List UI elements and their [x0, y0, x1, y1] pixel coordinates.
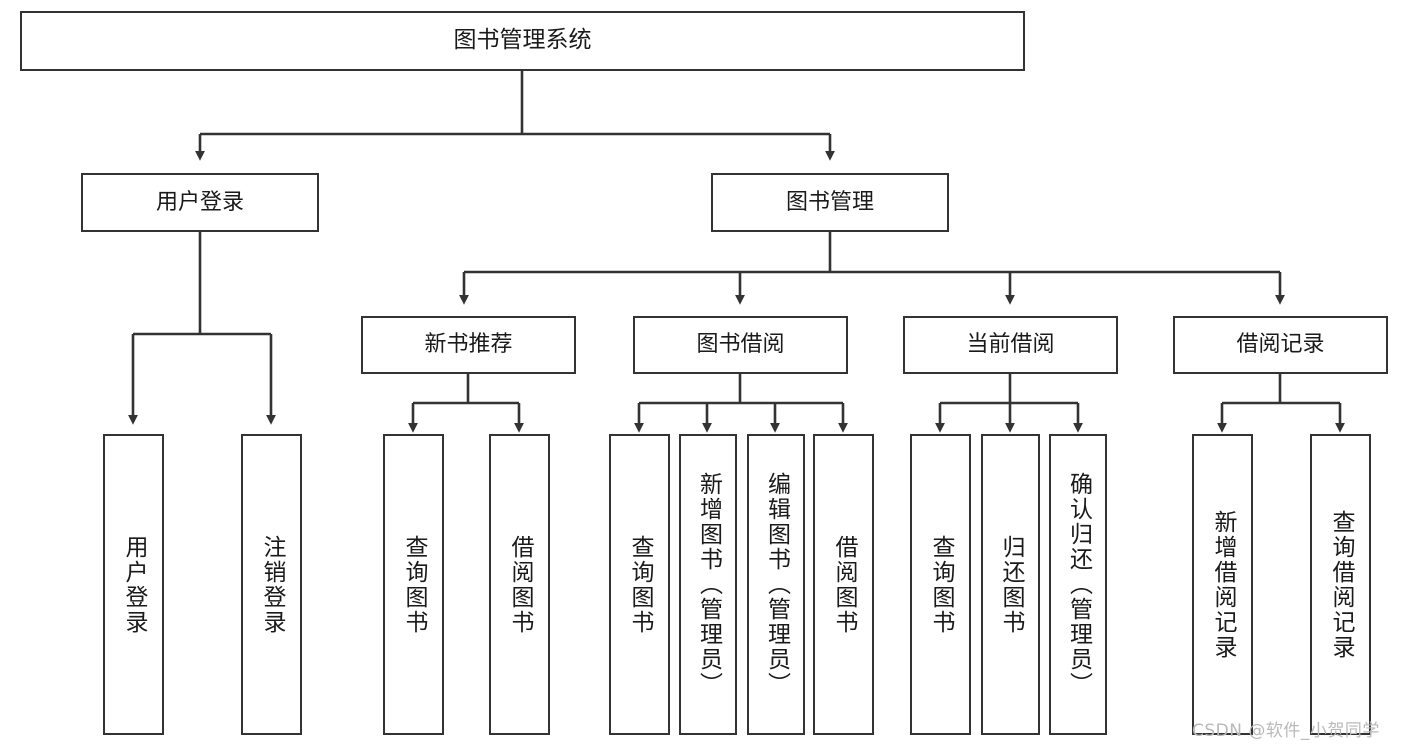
- node-leaf-add-record-label: 新增借阅记录: [1210, 509, 1236, 660]
- node-leaf-edit-book-label: 编辑图书（管理员）: [763, 472, 790, 697]
- node-borrow-record[interactable]: 借阅记录: [1173, 316, 1388, 374]
- node-leaf-query-book-2[interactable]: 查询图书: [609, 434, 670, 735]
- node-new-book-recommend[interactable]: 新书推荐: [361, 316, 576, 374]
- node-leaf-query-record[interactable]: 查询借阅记录: [1310, 434, 1371, 735]
- node-leaf-add-record[interactable]: 新增借阅记录: [1192, 434, 1253, 735]
- node-leaf-return-book-label: 归还图书: [998, 534, 1024, 635]
- node-leaf-query-book-3[interactable]: 查询图书: [910, 434, 971, 735]
- node-leaf-query-book-1-label: 查询图书: [401, 534, 427, 635]
- node-book-manage[interactable]: 图书管理: [711, 173, 949, 232]
- node-leaf-query-book-1[interactable]: 查询图书: [383, 434, 444, 735]
- node-leaf-borrow-book-1-label: 借阅图书: [507, 534, 533, 635]
- node-current-borrow[interactable]: 当前借阅: [903, 316, 1118, 374]
- node-leaf-borrow-book-2[interactable]: 借阅图书: [813, 434, 874, 735]
- node-leaf-add-book-label: 新增图书（管理员）: [695, 472, 722, 697]
- node-leaf-query-book-3-label: 查询图书: [928, 534, 954, 635]
- node-root-label: 图书管理系统: [453, 27, 592, 54]
- node-book-manage-label: 图书管理: [785, 189, 874, 215]
- node-leaf-logout-login[interactable]: 注销登录: [241, 434, 302, 735]
- node-leaf-query-record-label: 查询借阅记录: [1328, 509, 1354, 660]
- node-leaf-query-book-2-label: 查询图书: [627, 534, 653, 635]
- node-book-borrow-label: 图书借阅: [696, 332, 785, 358]
- node-current-borrow-label: 当前借阅: [966, 332, 1055, 358]
- node-leaf-logout-login-label: 注销登录: [259, 534, 285, 635]
- node-leaf-edit-book[interactable]: 编辑图书（管理员）: [747, 434, 805, 735]
- node-book-borrow[interactable]: 图书借阅: [633, 316, 848, 374]
- node-leaf-add-book[interactable]: 新增图书（管理员）: [679, 434, 737, 735]
- watermark: CSDN @软件_小贺同学: [1192, 721, 1380, 741]
- node-root[interactable]: 图书管理系统: [20, 11, 1025, 71]
- node-leaf-confirm-return[interactable]: 确认归还（管理员）: [1049, 434, 1107, 735]
- node-leaf-borrow-book-1[interactable]: 借阅图书: [489, 434, 550, 735]
- node-borrow-record-label: 借阅记录: [1236, 332, 1325, 358]
- node-user-login-label: 用户登录: [155, 189, 244, 215]
- node-leaf-confirm-return-label: 确认归还（管理员）: [1065, 472, 1092, 697]
- node-leaf-return-book[interactable]: 归还图书: [981, 434, 1040, 735]
- node-leaf-borrow-book-2-label: 借阅图书: [831, 534, 857, 635]
- node-leaf-user-login[interactable]: 用户登录: [103, 434, 164, 735]
- node-leaf-user-login-label: 用户登录: [121, 534, 147, 635]
- node-user-login[interactable]: 用户登录: [81, 173, 319, 232]
- node-new-book-recommend-label: 新书推荐: [424, 332, 513, 358]
